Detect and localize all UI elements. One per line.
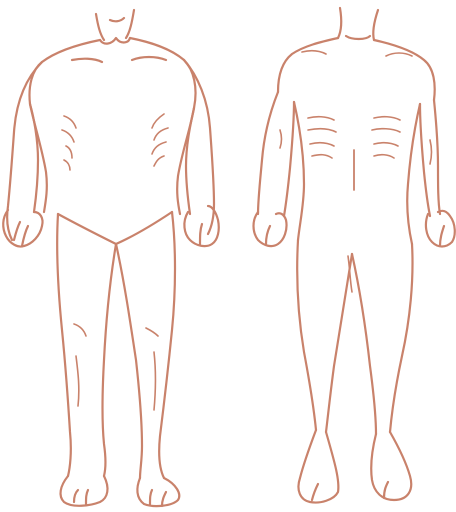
front-neck — [96, 10, 134, 40]
back-torso-right — [407, 104, 420, 244]
back-right-arm — [420, 100, 440, 216]
front-knee-shading — [74, 324, 158, 410]
back-left-leg — [297, 240, 352, 432]
front-left-foot — [61, 476, 108, 506]
front-rib-shading-left — [62, 116, 76, 170]
back-rib-shading-right — [372, 117, 400, 158]
back-shoulder-shading — [302, 51, 412, 56]
back-neck — [338, 8, 378, 40]
front-right-foot — [137, 478, 179, 506]
back-left-foot — [298, 430, 338, 503]
back-left-hand — [254, 212, 287, 246]
front-chest-shading — [72, 57, 166, 62]
back-view-figure — [254, 8, 455, 503]
back-right-leg — [352, 244, 413, 434]
front-right-leg — [116, 212, 175, 478]
front-hip-line — [58, 212, 172, 244]
front-left-leg — [57, 214, 116, 476]
front-rib-shading-right — [152, 114, 168, 166]
back-rib-shading-left — [308, 117, 336, 158]
front-torso-right — [130, 38, 196, 214]
back-left-arm — [258, 92, 294, 216]
front-view-figure — [3, 10, 219, 506]
back-torso-left — [294, 102, 304, 240]
front-right-arm — [184, 60, 214, 234]
front-torso-left — [30, 40, 101, 212]
back-shoulders — [278, 38, 435, 100]
back-right-foot — [371, 432, 411, 500]
